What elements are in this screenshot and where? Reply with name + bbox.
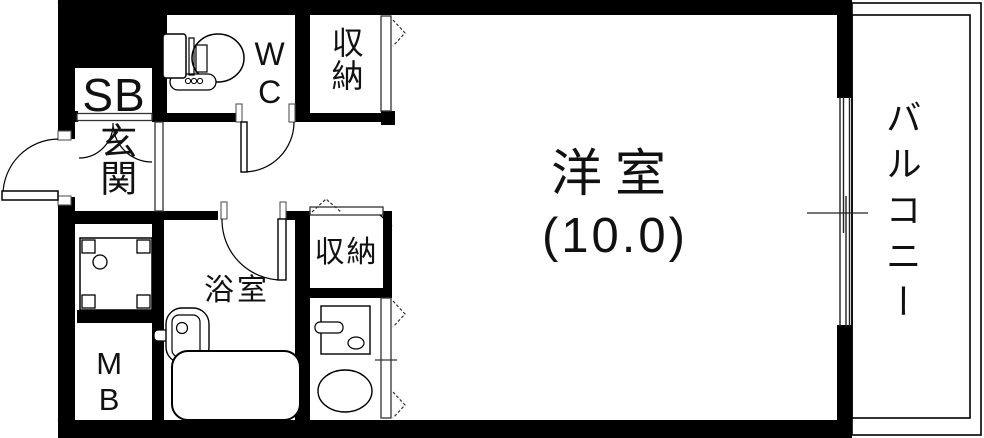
washbasin-counter: [320, 305, 371, 355]
bathroom-door-leaf: [277, 218, 287, 281]
toilet-bowl: [191, 33, 245, 83]
entrance-door-arc: [2, 138, 59, 196]
bathroom-label: 浴室: [204, 274, 270, 307]
bathroom-door-jamb-left: [220, 201, 228, 220]
walls: [58, 0, 852, 438]
entrance-side-thin-wall: [154, 121, 164, 212]
wall-left-upper: [58, 0, 75, 139]
storage-upper-door: [380, 15, 406, 112]
toilet-control-1: [184, 77, 192, 85]
storage-lower-door: [309, 198, 393, 227]
entrance-door: [1, 130, 72, 206]
storage-upper-door-panel: [380, 15, 392, 112]
bath-sink-drain: [175, 321, 189, 335]
pan-corner-tr: [136, 239, 151, 254]
storage-lower-door-pivot: [379, 214, 393, 227]
wc-door-arc: [243, 121, 295, 173]
bathroom-door-arc: [221, 218, 283, 281]
wc-door: [235, 103, 296, 173]
washbasin-icon: [314, 305, 373, 413]
storage-upper-label: 収納: [327, 26, 364, 92]
wall-hall-top-right: [293, 113, 392, 122]
entrance-arch-line: [78, 122, 153, 163]
wall-step-cap-left: [70, 111, 78, 122]
washing-machine-pan-icon: [79, 237, 153, 311]
washbasin-bowl: [317, 369, 373, 413]
wall-wc-storage-divider: [295, 15, 310, 122]
entrance-label: 玄関: [94, 122, 136, 196]
toilet-icon: [162, 33, 245, 91]
pan-corner-tl: [81, 239, 96, 254]
storage-upper-door-swing-marker: [392, 19, 406, 47]
shoe-box-label: SB: [82, 69, 146, 121]
western-room-size-label: (10.0): [541, 209, 688, 263]
storage-lower-door-swing-marker: [311, 198, 342, 213]
wall-left-lower: [58, 197, 75, 438]
bathroom-door: [220, 201, 287, 281]
toilet-lid-detail: [195, 44, 208, 73]
entrance-door-jamb-top: [57, 130, 72, 141]
wall-bottom: [58, 420, 852, 438]
toilet-tank: [162, 33, 187, 79]
wall-pan-mb-divider: [77, 310, 152, 323]
wall-bath-top-left: [164, 211, 218, 220]
meter-box-label: MB: [91, 346, 127, 418]
entrance-door-leaf: [1, 190, 59, 201]
balcony-sliding-window: [807, 97, 868, 327]
wall-storage-upper-door-cap: [381, 111, 395, 125]
wall-entrance-bottom: [58, 211, 152, 224]
wall-window-flank-top: [837, 15, 852, 98]
pan-drain: [92, 254, 108, 270]
washbasin-drain: [347, 336, 365, 350]
balcony-inner-rail: [851, 14, 971, 419]
western-room-label: 洋室: [550, 145, 679, 202]
wc-door-jamb-right: [288, 103, 296, 123]
vanity-door-swing-marker-bottom: [392, 391, 406, 419]
toilet-label: WC: [251, 36, 288, 112]
wall-storage-lower-right: [383, 211, 392, 290]
pan-outline: [79, 237, 153, 311]
wall-top: [58, 0, 852, 15]
wc-door-leaf: [240, 121, 248, 173]
vanity-door-swing-marker-top: [392, 300, 406, 328]
entrance-door-jamb-bottom: [57, 195, 72, 206]
wall-step-cap-right: [152, 111, 167, 122]
washbasin-faucet: [314, 321, 344, 334]
bathtub-outline: [171, 350, 301, 421]
storage-lower-door-panel: [309, 206, 384, 216]
balcony-label: バルコニー: [880, 99, 922, 329]
pan-corner-br: [136, 294, 151, 309]
toilet-control-3: [196, 77, 204, 85]
balcony-outline: [851, 2, 982, 436]
toilet-control-2: [190, 77, 198, 85]
vanity-folding-doors: [375, 297, 406, 419]
wall-left-column-right: [152, 211, 164, 422]
storage-lower-label: 収納: [314, 236, 379, 269]
vanity-door-panel: [380, 297, 392, 419]
thin-walls: [57, 1, 164, 438]
bathroom-door-jamb-right: [279, 201, 287, 220]
bathtub-icon: [171, 350, 301, 421]
wall-window-flank-bottom: [837, 325, 852, 420]
corner-bevel-top-left: [57, 1, 77, 20]
toilet-flush-bar: [188, 37, 195, 76]
wall-wc-bottom-left: [167, 113, 241, 122]
corner-bevel-bottom-left: [57, 419, 77, 438]
wall-entry-top-block: [75, 15, 167, 68]
entrance-step-line: [76, 112, 153, 122]
wc-door-jamb-left: [235, 103, 243, 123]
wall-storage-lower-bottom: [295, 288, 392, 298]
pan-corner-bl: [81, 294, 96, 309]
